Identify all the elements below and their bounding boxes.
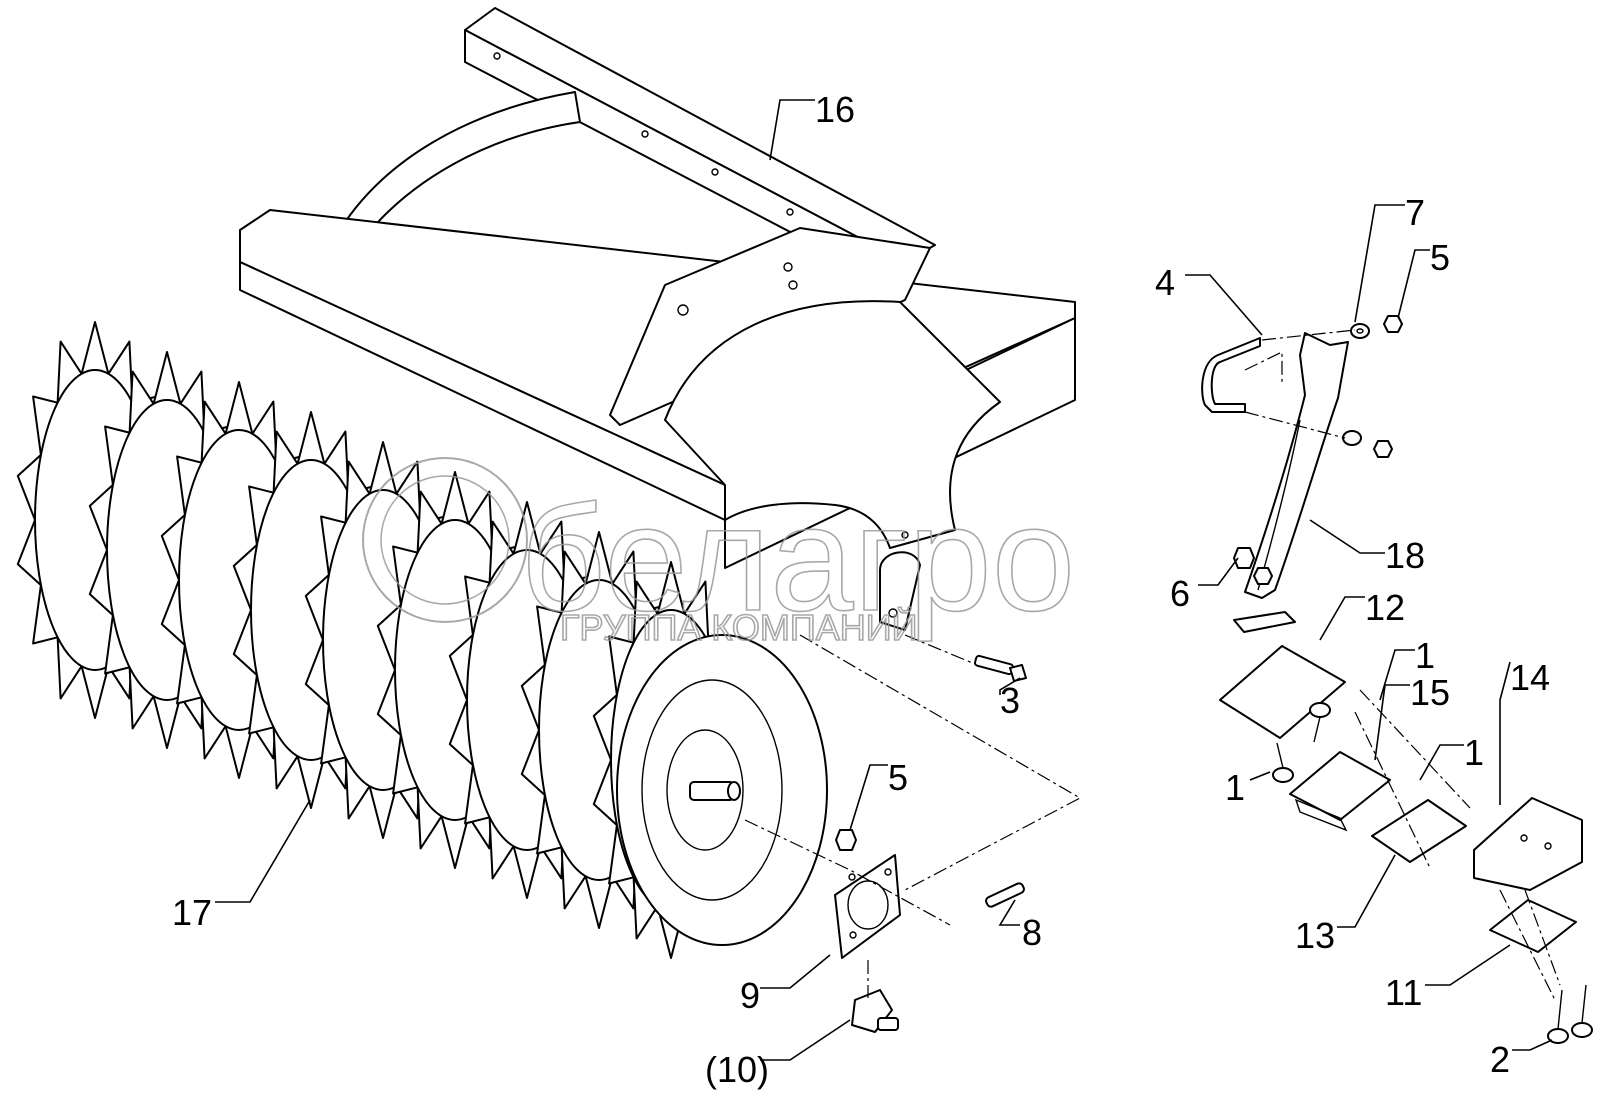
frame-part-16	[239, 7, 1076, 631]
washer-part-7	[1350, 323, 1370, 339]
callout-9: 9	[740, 975, 760, 1016]
callout-14: 14	[1510, 657, 1550, 698]
callout-8: 8	[1022, 912, 1042, 953]
callout-3: 3	[1000, 680, 1020, 721]
grease-fitting-part-10	[851, 989, 899, 1033]
leader-lines	[215, 99, 1553, 1061]
callout-5: 5	[1430, 237, 1450, 278]
callout-10: (10)	[705, 1049, 769, 1090]
plate-part-14	[1473, 797, 1583, 891]
plate-part-11	[1489, 899, 1577, 953]
callout-5: 5	[888, 757, 908, 798]
blade-part-13	[1371, 799, 1467, 863]
callout-15: 15	[1410, 672, 1450, 713]
bolt-part-2	[1547, 984, 1593, 1044]
callout-1: 1	[1415, 635, 1435, 676]
bearing-housing-part-9	[834, 854, 901, 959]
nut-part-5	[1383, 315, 1403, 333]
nut-part-5-lower	[835, 829, 857, 851]
shim-part-12	[1219, 645, 1346, 739]
callout-13: 13	[1295, 915, 1335, 956]
callout-1: 1	[1225, 767, 1245, 808]
watermark-logo: белагро ГРУППА КОМПАНИЙ	[362, 457, 1076, 649]
nut-part-6	[1233, 547, 1255, 569]
scraper-arm-part-18	[1244, 332, 1349, 599]
watermark-sub-text: ГРУППА КОМПАНИЙ	[560, 606, 918, 648]
bolt-part-1	[1272, 702, 1331, 783]
assembly-lines	[744, 329, 1561, 1001]
watermark-logo-text: белагро	[520, 474, 1075, 642]
callout-labels: 16 7 5 4 18 6 12 1 15 14 1 1 3 5 17 8 9 …	[172, 89, 1550, 1090]
pin-part-8	[985, 882, 1025, 908]
u-bolt-part-4	[1201, 337, 1261, 413]
callout-4: 4	[1155, 262, 1175, 303]
callout-7: 7	[1405, 192, 1425, 233]
callout-11: 11	[1385, 972, 1422, 1013]
callout-1: 1	[1464, 732, 1484, 773]
roller-end-drum	[616, 634, 828, 946]
callout-17: 17	[172, 892, 212, 933]
blade-part-15	[1289, 751, 1391, 821]
bolt-part-3	[974, 654, 1027, 682]
callout-18: 18	[1385, 535, 1425, 576]
callout-6: 6	[1170, 573, 1190, 614]
callout-12: 12	[1365, 587, 1405, 628]
callout-16: 16	[815, 89, 855, 130]
scraper-assembly	[1201, 315, 1593, 1044]
callout-2: 2	[1490, 1039, 1510, 1080]
